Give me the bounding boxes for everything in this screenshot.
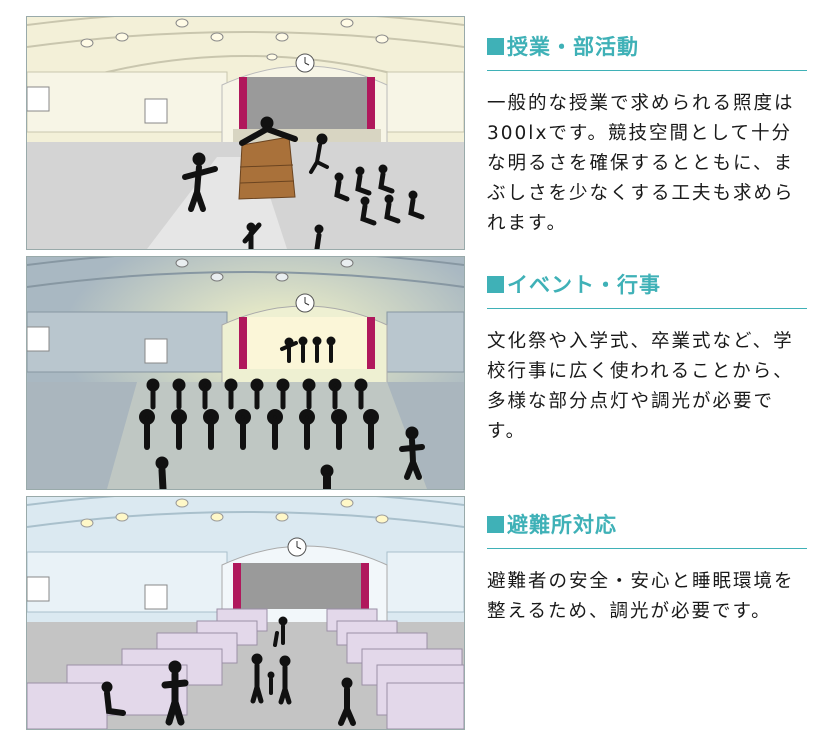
square-marker-icon <box>487 275 504 293</box>
section-title: イベント・行事 <box>507 273 661 297</box>
illustration-class-activities <box>26 16 465 250</box>
square-marker-icon <box>487 515 504 533</box>
section-heading: イベント・行事 <box>487 270 807 309</box>
section-heading: 避難所対応 <box>487 510 807 549</box>
section-description: 文化祭や入学式、卒業式など、学校行事に広く使われることから、多様な部分点灯や調光… <box>487 331 794 442</box>
square-marker-icon <box>487 37 504 55</box>
section-events: イベント・行事 文化祭や入学式、卒業式など、学校行事に広く使われることから、多様… <box>487 270 807 447</box>
section-description: 避難者の安全・安心と睡眠環境を整えるため、調光が必要です。 <box>487 571 795 622</box>
section-class-activities: 授業・部活動 一般的な授業で求められる照度は300lxです。競技空間として十分な… <box>487 32 807 239</box>
section-description: 一般的な授業で求められる照度は300lxです。競技空間として十分な明るさを確保す… <box>487 93 795 234</box>
section-title: 避難所対応 <box>507 513 617 537</box>
section-title: 授業・部活動 <box>507 35 639 59</box>
section-evacuation-shelter: 避難所対応 避難者の安全・安心と睡眠環境を整えるため、調光が必要です。 <box>487 510 807 627</box>
illustration-events <box>26 256 465 490</box>
section-heading: 授業・部活動 <box>487 32 807 71</box>
illustration-evacuation-shelter <box>26 496 465 730</box>
